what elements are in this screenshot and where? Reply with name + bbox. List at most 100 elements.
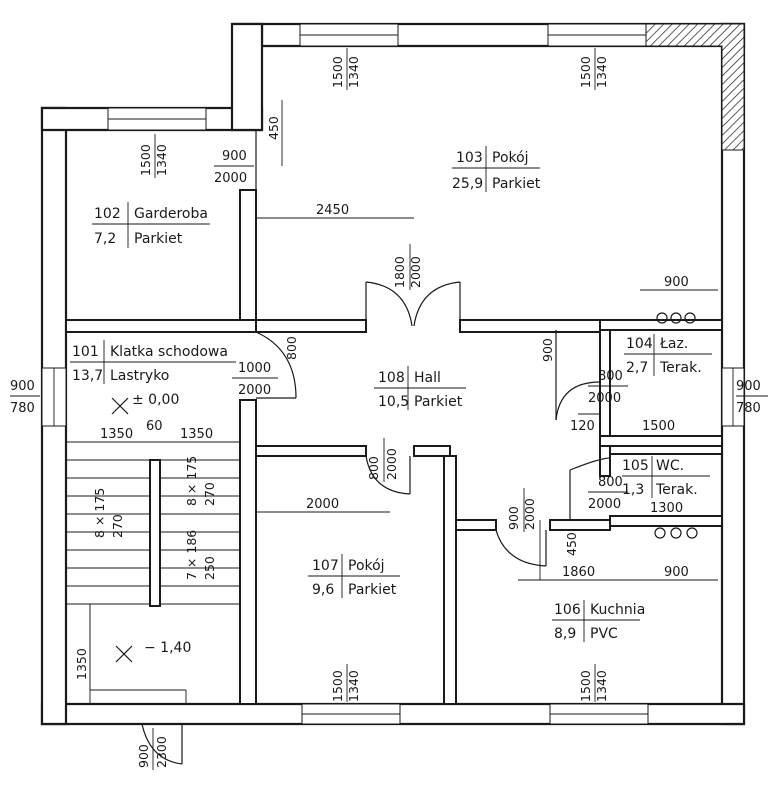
svg-text:2300: 2300 <box>154 736 169 768</box>
svg-text:8 × 175: 8 × 175 <box>92 488 107 538</box>
door-label-102: 900 2000 <box>214 149 254 186</box>
room-finish: Terak. <box>655 482 698 498</box>
room-id: 105 <box>622 458 649 474</box>
svg-text:1340: 1340 <box>346 56 361 88</box>
svg-text:1500: 1500 <box>138 144 153 176</box>
svg-text:900: 900 <box>736 379 761 394</box>
room-label-103: 103 Pokój 25,9 Parkiet <box>452 146 541 192</box>
svg-text:450: 450 <box>266 116 281 140</box>
svg-text:900: 900 <box>506 506 521 530</box>
room-area: 1,3 <box>622 482 644 498</box>
room-area: 8,9 <box>554 626 576 642</box>
window-label-106: 1500 1340 <box>578 664 609 702</box>
svg-text:1860: 1860 <box>562 565 595 580</box>
room-id: 104 <box>626 336 653 352</box>
svg-text:2000: 2000 <box>238 383 271 398</box>
dimension-texts: 450 2450 900 800 900 120 1500 1300 2000 … <box>74 116 689 680</box>
svg-text:1350: 1350 <box>74 648 89 680</box>
room-name: Klatka schodowa <box>110 344 228 360</box>
room-name: Pokój <box>348 558 385 574</box>
svg-text:2000: 2000 <box>384 448 399 480</box>
svg-text:800: 800 <box>284 336 299 360</box>
svg-text:1500: 1500 <box>330 56 345 88</box>
door-label-entry: 900 2300 <box>136 728 169 770</box>
room-label-101: 101 Klatka schodowa 13,7 Lastryko <box>70 340 236 384</box>
room-finish: Terak. <box>659 360 702 376</box>
room-finish: Parkiet <box>134 231 183 247</box>
door-label-101: 1000 2000 <box>232 361 278 398</box>
svg-text:1340: 1340 <box>594 670 609 702</box>
windows <box>41 23 745 725</box>
svg-text:800: 800 <box>598 475 623 490</box>
window-label-107: 1500 1340 <box>330 664 361 702</box>
window-label-103a: 1500 1340 <box>330 48 361 90</box>
room-id: 103 <box>456 150 483 166</box>
level-markers <box>111 397 133 663</box>
svg-text:60: 60 <box>146 419 163 434</box>
room-name: Hall <box>414 370 441 386</box>
room-name: Garderoba <box>134 206 208 222</box>
svg-text:780: 780 <box>736 401 761 416</box>
svg-text:900: 900 <box>664 565 689 580</box>
room-label-104: 104 Łaz. 2,7 Terak. <box>624 334 712 376</box>
svg-text:900: 900 <box>136 744 151 768</box>
door-label-103: 1800 2000 <box>392 244 423 290</box>
fixtures <box>654 312 698 539</box>
room-label-102: 102 Garderoba 7,2 Parkiet <box>92 202 210 248</box>
room-name: Łaz. <box>659 336 688 352</box>
svg-text:1500: 1500 <box>330 670 345 702</box>
svg-text:800: 800 <box>366 456 381 480</box>
chimney-hatch <box>643 23 745 151</box>
svg-text:2000: 2000 <box>588 391 621 406</box>
svg-text:1500: 1500 <box>578 56 593 88</box>
room-name: Kuchnia <box>590 602 645 618</box>
svg-text:1340: 1340 <box>154 144 169 176</box>
svg-text:1350: 1350 <box>180 427 213 442</box>
svg-text:900: 900 <box>222 149 247 164</box>
svg-text:1340: 1340 <box>594 56 609 88</box>
svg-text:1300: 1300 <box>650 501 683 516</box>
room-finish: Parkiet <box>348 582 397 598</box>
room-area: 7,2 <box>94 231 116 247</box>
svg-text:2000: 2000 <box>522 498 537 530</box>
doors <box>141 130 611 765</box>
room-label-106: 106 Kuchnia 8,9 PVC <box>552 600 645 642</box>
room-id: 107 <box>312 558 339 574</box>
interior-walls <box>65 189 723 705</box>
svg-text:1500: 1500 <box>578 670 593 702</box>
level-lower: − 1,40 <box>144 640 191 656</box>
stairs <box>66 459 240 704</box>
room-area: 10,5 <box>378 394 409 410</box>
svg-text:1000: 1000 <box>238 361 271 376</box>
svg-text:2000: 2000 <box>306 497 339 512</box>
svg-text:900: 900 <box>540 338 555 362</box>
room-area: 25,9 <box>452 176 483 192</box>
svg-text:900: 900 <box>10 379 35 394</box>
svg-text:7 × 186: 7 × 186 <box>184 530 199 580</box>
svg-text:1500: 1500 <box>642 419 675 434</box>
window-label-103b: 1500 1340 <box>578 48 609 90</box>
room-finish: Parkiet <box>414 394 463 410</box>
svg-text:2000: 2000 <box>408 256 423 288</box>
door-label-107: 800 2000 <box>366 438 399 482</box>
door-label-104: 800 2000 <box>588 369 628 406</box>
room-finish: Lastryko <box>110 368 169 384</box>
room-id: 108 <box>378 370 405 386</box>
window-label-101: 900 780 <box>10 379 40 416</box>
room-id: 101 <box>72 344 99 360</box>
room-id: 106 <box>554 602 581 618</box>
room-area: 2,7 <box>626 360 648 376</box>
svg-text:2450: 2450 <box>316 203 349 218</box>
room-label-108: 108 Hall 10,5 Parkiet <box>374 366 466 410</box>
door-label-106: 900 2000 <box>506 488 537 532</box>
level-upper: ± 0,00 <box>132 392 179 408</box>
room-name: WC. <box>656 458 684 474</box>
room-finish: PVC <box>590 626 618 642</box>
svg-text:800: 800 <box>598 369 623 384</box>
room-area: 13,7 <box>72 368 103 384</box>
room-label-107: 107 Pokój 9,6 Parkiet <box>308 554 400 598</box>
svg-text:250: 250 <box>202 556 217 580</box>
window-label-104: 900 780 <box>736 379 768 416</box>
svg-text:1340: 1340 <box>346 670 361 702</box>
